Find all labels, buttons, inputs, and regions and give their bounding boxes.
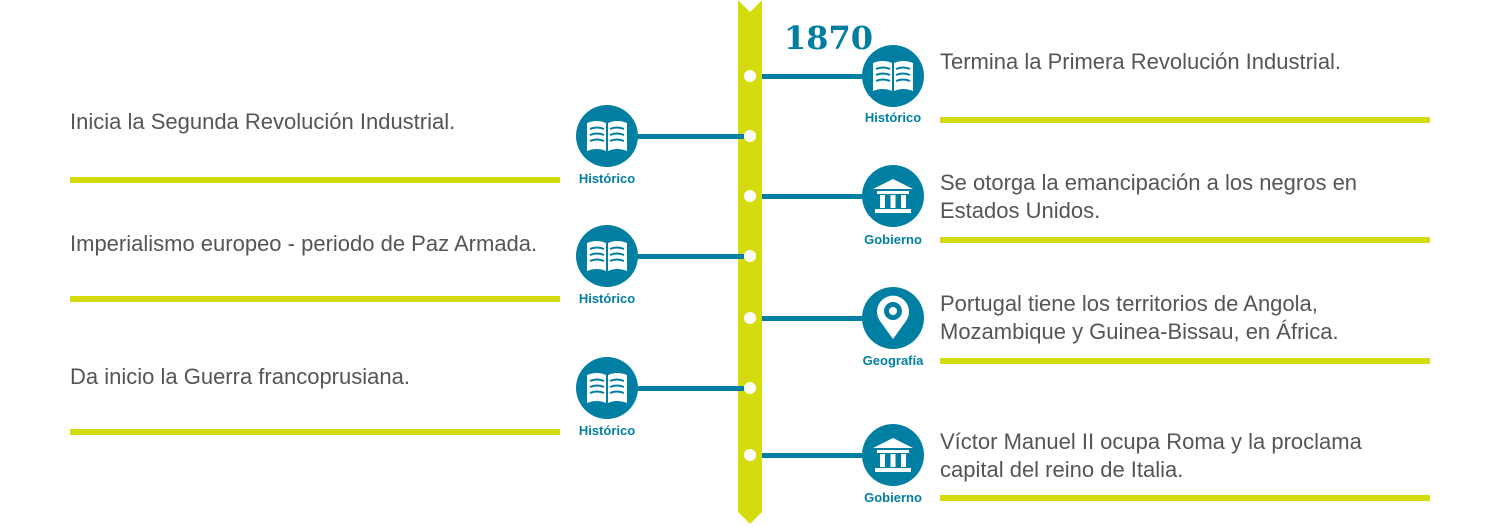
event-text: Portugal tiene los territorios de Angola… [940, 291, 1339, 344]
map-pin-icon [862, 287, 924, 349]
category-label: Histórico [578, 171, 636, 186]
book-icon [576, 225, 638, 287]
connector-line [762, 74, 893, 79]
timeline-dot [744, 190, 756, 202]
timeline-dot [744, 250, 756, 262]
timeline-dot [744, 70, 756, 82]
event-underline [940, 358, 1430, 364]
timeline-bar [738, 0, 762, 524]
connector-line [607, 386, 744, 391]
event-text: Se otorga la emancipación a los negros e… [940, 170, 1358, 223]
government-building-icon [862, 165, 924, 227]
connector-line [607, 254, 744, 259]
timeline-dot [744, 312, 756, 324]
event-text: Imperialismo europeo - periodo de Paz Ar… [70, 231, 538, 256]
connector-line [607, 134, 744, 139]
category-label: Geografía [862, 353, 924, 368]
event-text: Víctor Manuel II ocupa Roma y la proclam… [940, 429, 1362, 482]
category-label: Histórico [578, 423, 636, 438]
book-icon [576, 357, 638, 419]
event-underline [940, 495, 1430, 501]
category-label: Gobierno [864, 232, 922, 247]
event-text: Da inicio la Guerra francoprusiana. [70, 364, 410, 389]
connector-line [762, 194, 893, 199]
connector-line [762, 453, 893, 458]
event-underline [70, 177, 560, 183]
category-label: Histórico [864, 110, 922, 125]
category-label: Gobierno [864, 490, 922, 505]
timeline-dot [744, 449, 756, 461]
timeline-dot [744, 382, 756, 394]
connector-line [762, 316, 893, 321]
event-text: Termina la Primera Revolución Industrial… [940, 49, 1342, 74]
event-underline [70, 296, 560, 302]
event-underline [70, 429, 560, 435]
event-underline [940, 237, 1430, 243]
event-text: Inicia la Segunda Revolución Industrial. [70, 109, 456, 134]
event-underline [940, 117, 1430, 123]
book-icon [576, 105, 638, 167]
government-building-icon [862, 424, 924, 486]
book-icon [862, 45, 924, 107]
year-label: 1870 [784, 19, 874, 57]
category-label: Histórico [578, 291, 636, 306]
timeline-dot [744, 130, 756, 142]
